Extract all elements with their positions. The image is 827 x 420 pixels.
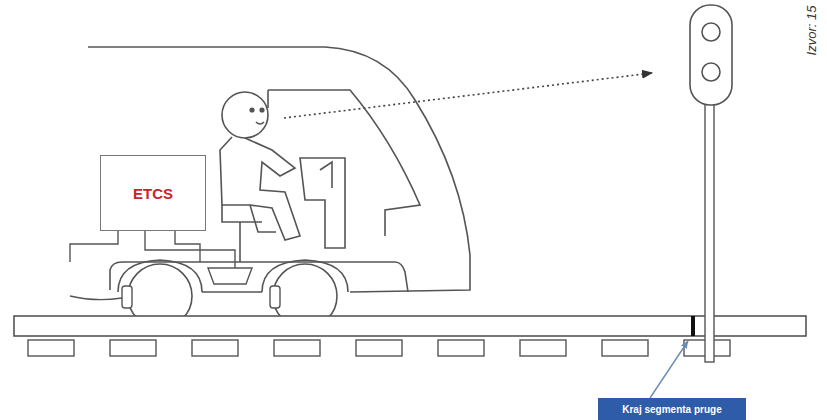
sleeper (28, 340, 730, 356)
sleeper (602, 340, 648, 356)
rail (14, 316, 806, 336)
sleeper (438, 340, 484, 356)
signal (690, 5, 732, 362)
etcs-unit: ETCS (100, 155, 206, 231)
train-body (88, 47, 470, 292)
sleeper (274, 340, 320, 356)
etcs-cabling (70, 230, 235, 300)
sleeper (28, 340, 74, 356)
sleeper (520, 340, 566, 356)
sleeper (356, 340, 402, 356)
segment-end-marker (691, 316, 695, 336)
segment-end-label: Kraj segmenta pruge (598, 398, 746, 420)
driver-figure (220, 92, 345, 262)
wheel-sensor (122, 268, 280, 308)
sleeper (192, 340, 238, 356)
leader-line (650, 341, 688, 398)
sleeper (110, 340, 156, 356)
sight-line (284, 73, 652, 118)
source-note: Izvor: 15 (804, 6, 819, 56)
node-text: ETCS (133, 185, 173, 202)
node-text: Kraj segmenta pruge (622, 404, 721, 415)
